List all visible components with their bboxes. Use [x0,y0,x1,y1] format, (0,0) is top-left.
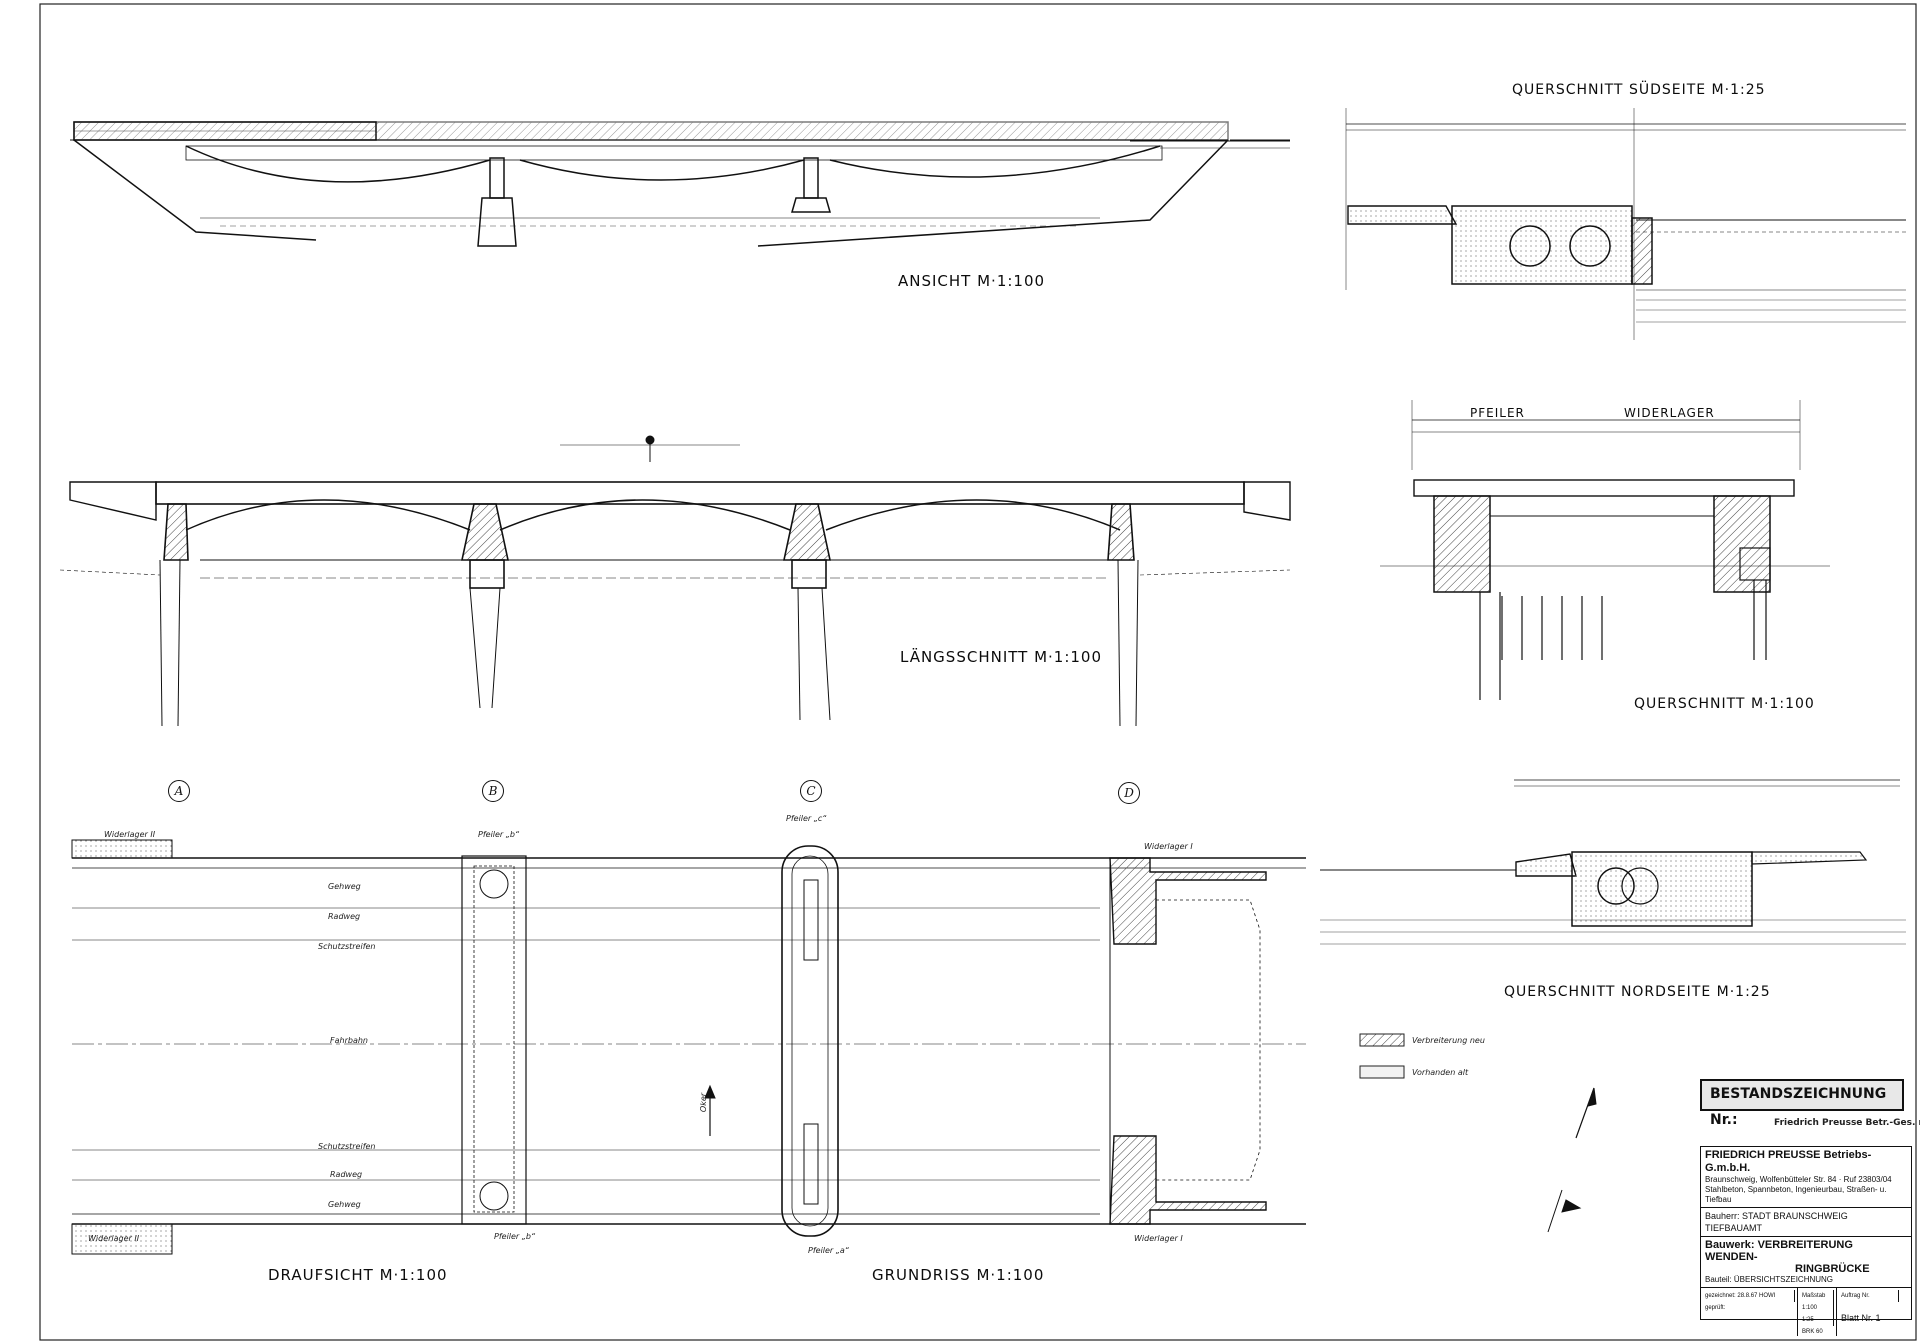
querschnitt-sued [1345,108,1906,340]
widerlager-2-label: Widerlager II [104,830,156,839]
axis-mark-d: D [1118,782,1140,804]
lane-radweg: Radweg [328,912,361,921]
lane-gehweg: Gehweg [328,882,361,891]
querschnitt-nord [1320,779,1906,945]
tb-bauteil: Bauteil: ÜBERSICHTSZEICHNUNG [1705,1275,1834,1284]
river-oker-label: Oker [699,1092,709,1113]
stamp-firm-line: Friedrich Preusse Betr.-Ges. m. b. H. [1774,1118,1920,1128]
tb-firm: FRIEDRICH PREUSSE Betriebs-G.m.b.H. [1705,1149,1872,1174]
axis-mark-a: A [168,780,190,802]
legend-swatch-old [1359,1065,1405,1079]
widerlager-2-bottom-label: Widerlager II [88,1234,140,1243]
tb-gezeichnet: gezeichnet: 28.8.67 HOWI [1703,1290,1795,1302]
querschnitt-nord-title: QUERSCHNITT NORDSEITE M·1:25 [1504,984,1771,1000]
tb-massstab-label: Maßstab [1800,1290,1834,1302]
tb-massstab-1: 1:100 [1800,1302,1834,1314]
widerlager-1-bottom-label: Widerlager I [1134,1234,1183,1243]
lane-gehweg-2: Gehweg [328,1200,361,1209]
tb-blatt: Blatt Nr. 1 [1841,1313,1881,1323]
tb-bauherr: Bauherr: STADT BRAUNSCHWEIG TIEFBAUAMT [1701,1208,1911,1237]
lane-schutzstreifen-2: Schutzstreifen [318,1142,376,1151]
axis-mark-c: C [800,780,822,802]
deck-railing [73,121,1229,141]
legend-swatch-new [1359,1033,1405,1047]
pfeiler-a-label: Pfeiler „a“ [808,1246,849,1255]
pfeiler-label: PFEILER [1470,406,1525,420]
stamp-text: BESTANDSZEICHNUNG Nr.: [1710,1086,1887,1128]
tb-bauwerk-1: Bauwerk: VERBREITERUNG WENDEN- [1705,1239,1853,1263]
tb-address: Braunschweig, Wolfenbütteler Str. 84 · R… [1705,1175,1892,1184]
pfeiler-b-label: Pfeiler „b“ [478,830,520,839]
plan-view [71,839,1597,1255]
pfeiler-c-label: Pfeiler „c“ [786,814,827,823]
lane-schutzstreifen: Schutzstreifen [318,942,376,951]
querschnitt-sued-title: QUERSCHNITT SÜDSEITE M·1:25 [1512,82,1766,98]
legend-old-label: Vorhanden alt [1412,1068,1469,1077]
ansicht-title: ANSICHT M·1:100 [898,272,1046,290]
widerlager-1-label: Widerlager I [1144,842,1193,851]
lane-radweg-2: Radweg [330,1170,363,1179]
draufsicht-title: DRAUFSICHT M·1:100 [268,1266,448,1284]
ansicht-elevation [70,121,1290,247]
tb-bauwerk-2: RINGBRÜCKE [1795,1263,1870,1275]
bestand-stamp: BESTANDSZEICHNUNG Nr.: [1700,1079,1904,1128]
laengsschnitt-section [59,435,1291,727]
widerlager-label: WIDERLAGER [1624,406,1715,420]
title-block: FRIEDRICH PREUSSE Betriebs-G.m.b.H. Brau… [1700,1146,1912,1336]
pfeiler-b-bottom-label: Pfeiler „b“ [494,1232,536,1241]
axis-mark-b: B [482,780,504,802]
tb-services: Stahlbeton, Spannbeton, Ingenieurbau, St… [1705,1185,1887,1204]
querschnitt-title: QUERSCHNITT M·1:100 [1634,696,1815,712]
tb-geprueft: geprüft: [1705,1305,1726,1311]
laengsschnitt-title: LÄNGSSCHNITT M·1:100 [900,648,1103,666]
tb-massstab-2: 1:25 [1800,1314,1834,1326]
querschnitt-100 [1380,400,1830,700]
lane-fahrbahn: Fahrbahn [330,1036,368,1045]
grundriss-title: GRUNDRISS M·1:100 [872,1266,1045,1284]
legend-new-label: Verbreiterung neu [1412,1036,1485,1045]
tb-auftrag: Auftrag Nr. [1839,1290,1899,1302]
tb-nummer: BRK 60 [1802,1329,1823,1335]
